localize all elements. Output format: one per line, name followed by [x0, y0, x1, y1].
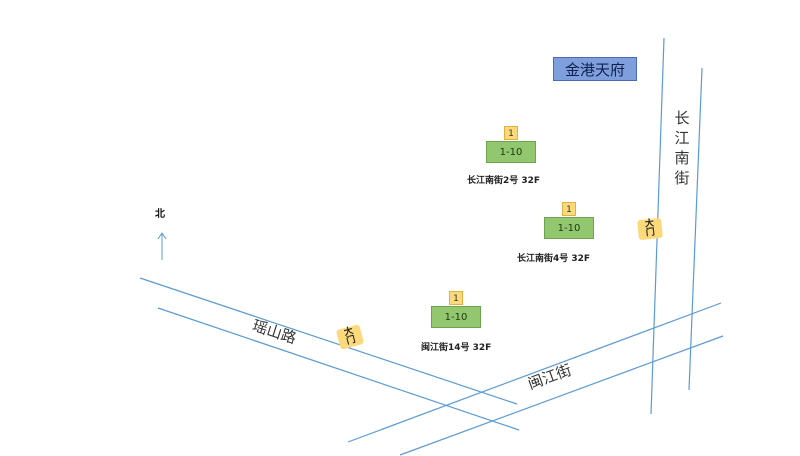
road-label-changjiang: 长 江 南 街 [673, 108, 691, 188]
north-label: 北 [155, 209, 165, 220]
building-label: 长江南街2号 32F [467, 176, 541, 186]
road-minjiang-line-2 [399, 335, 724, 456]
building-block: 1-10 [431, 306, 481, 328]
road-changjiang-line-2 [688, 67, 703, 391]
building-block: 1-10 [486, 141, 536, 163]
road-label-char: 南 [674, 149, 690, 167]
gate-char: 门 [645, 227, 656, 239]
gate-marker: 大 门 [637, 217, 663, 241]
building-label: 闽江街14号 32F [421, 343, 492, 353]
road-label-char: 街 [674, 169, 690, 187]
building-block: 1-10 [544, 217, 594, 239]
project-title: 金港天府 [553, 57, 637, 81]
unit-badge: 1 [449, 291, 463, 305]
road-label-char: 长 [674, 109, 690, 127]
road-label-char: 江 [674, 129, 690, 147]
road-yaoshan-line-1 [139, 277, 518, 405]
building-label: 长江南街4号 32F [517, 254, 591, 264]
road-minjiang-line-1 [347, 302, 722, 443]
north-arrow-head [157, 232, 167, 240]
road-yaoshan-line-2 [157, 307, 520, 431]
unit-badge: 1 [562, 202, 576, 216]
unit-badge: 1 [504, 126, 518, 140]
